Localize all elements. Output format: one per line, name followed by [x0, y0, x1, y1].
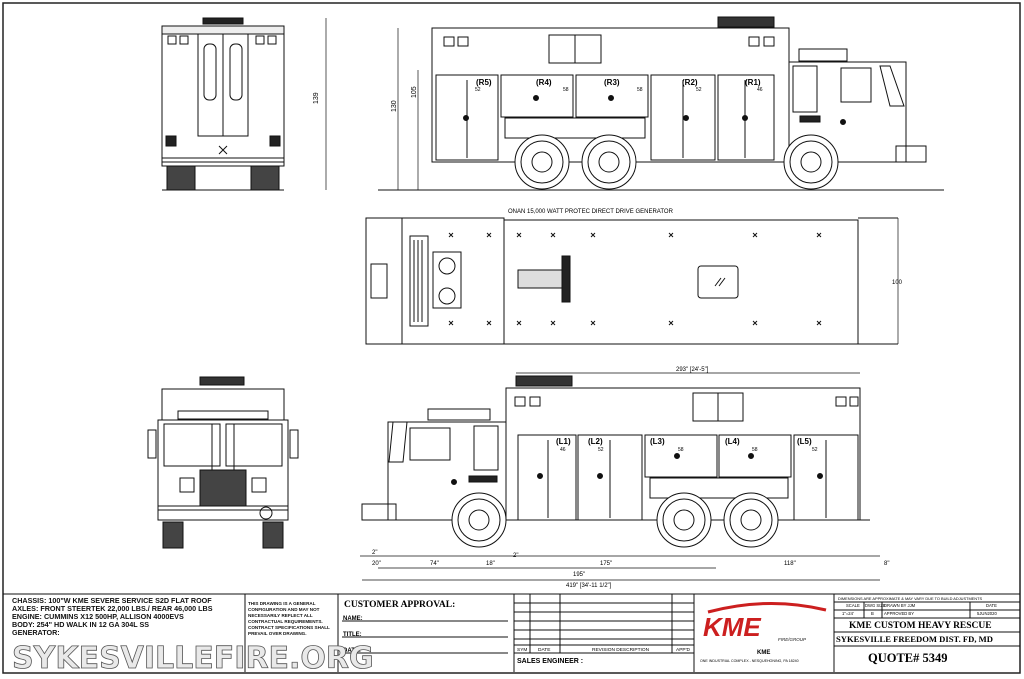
compartment-l3-label: (L3) — [650, 437, 665, 446]
scale-value: 1"=24' — [842, 611, 854, 616]
notice-line-4: CONTRACTUAL REQUIREMENTS. — [248, 619, 323, 624]
generator-label: ONAN 15,000 WATT PROTEC DIRECT DRIVE GEN… — [508, 209, 674, 215]
compartment-r1-label: (R1) — [745, 78, 761, 87]
dim-195: 195" — [573, 572, 585, 578]
dim-side-height: 130 — [391, 100, 398, 112]
compartment-r3-label: (R3) — [604, 78, 620, 87]
compartment-l3-num: 58 — [678, 447, 684, 453]
top-view-roof-marks — [448, 232, 822, 326]
quote-number: QUOTE# 5349 — [868, 651, 948, 665]
compartment-r5-label: (R5) — [476, 78, 492, 87]
brand-address: ONE INDUSTRIAL COMPLEX - NESQUEHONING, P… — [700, 659, 799, 663]
dim-a: 2" — [372, 550, 377, 556]
compartment-r1-num: 46 — [757, 87, 763, 93]
rear-view — [161, 17, 327, 191]
dim-g: 118" — [784, 561, 796, 567]
dim-top-width: 100 — [892, 280, 903, 286]
compartment-r2-num: 52 — [696, 87, 702, 93]
compartment-l1-label: (L1) — [556, 437, 571, 446]
spec-generator: GENERATOR: — [12, 628, 60, 637]
dim-body-length: 293" [24'-5"] — [676, 367, 709, 373]
compartment-l4-num: 58 — [752, 447, 758, 453]
dwg-size-label: DWG SIZE — [865, 603, 886, 608]
approval-title-label: TITLE: — [343, 632, 362, 638]
spec-chassis: CHASSIS: 100"W KME SEVERE SERVICE S2D FL… — [12, 596, 212, 605]
dim-overall: 419" [34'-11 1/2"] — [566, 583, 612, 589]
spec-axles: AXLES: FRONT STEERTEK 22,000 LBS./ REAR … — [12, 604, 213, 613]
compartment-r2-label: (R2) — [682, 78, 698, 87]
notice-line-6: PREVAIL OVER DRAWING. — [248, 631, 307, 636]
approval-date-label: DATE: — [343, 648, 361, 654]
drawing-title: KME CUSTOM HEAVY RESCUE — [849, 621, 992, 631]
brand-name: KME — [757, 650, 770, 656]
compartment-r3-num: 58 — [637, 87, 643, 93]
dim-rear-height: 139 — [313, 92, 320, 104]
rev-desc-header: REVISION DESCRIPTION — [592, 647, 650, 653]
notice-line-5: CONTRACT SPECIFICATIONS SHALL — [248, 625, 330, 630]
drawn-by: DRAWN BY JJM — [884, 603, 916, 608]
compartment-r5-num: 52 — [475, 87, 481, 93]
svg-text:FIRE/GROUP: FIRE/GROUP — [778, 637, 806, 642]
date-label: DATE — [986, 603, 997, 608]
scale-label: SCALE — [846, 603, 860, 608]
dwg-size-value: B — [871, 611, 874, 616]
notice-line-2: CONFIGURATION AND MAY NOT — [248, 607, 320, 612]
right-side-view — [378, 16, 944, 191]
svg-text:KME: KME — [703, 612, 761, 642]
dim-f: 175" — [600, 561, 612, 567]
dim-h: 8" — [884, 561, 889, 567]
front-view — [147, 376, 299, 549]
dim-e: 2" — [513, 553, 518, 559]
notice-line-3: NECESSARILY REFLECT ALL — [248, 613, 313, 618]
dim-d: 18" — [486, 561, 495, 567]
watermark: SYKESVILLEFIRE.ORG — [12, 641, 374, 676]
top-view — [365, 217, 899, 345]
compartment-l2-num: 52 — [598, 447, 604, 453]
spec-body: BODY: 254" HD WALK IN 12 GA 304L SS — [12, 620, 149, 629]
info-strip — [3, 593, 1020, 672]
compartment-l4-label: (L4) — [725, 437, 740, 446]
compartment-l1-num: 46 — [560, 447, 566, 453]
spec-engine: ENGINE: CUMMINS X12 500HP, ALLISON 4000E… — [12, 612, 184, 621]
compartment-l5-label: (L5) — [797, 437, 812, 446]
customer-name: SYKESVILLE FREEDOM DIST. FD, MD — [836, 634, 993, 644]
rev-appd-header: APP'D — [676, 647, 691, 653]
rev-sym-header: SYM — [517, 647, 527, 653]
dim-b: 20" — [372, 561, 381, 567]
compartment-l5-num: 52 — [812, 447, 818, 453]
approval-heading: CUSTOMER APPROVAL: — [344, 600, 455, 610]
approved-by: APPROVED BY — [884, 611, 914, 616]
approval-name-label: NAME: — [343, 616, 363, 622]
title-block-note: DIMENSIONS ARE APPROXIMATE & MAY VARY DU… — [838, 596, 982, 601]
dim-c: 74" — [430, 561, 439, 567]
date-value: 5JUN2020 — [977, 611, 997, 616]
left-side-view — [360, 372, 880, 581]
notice-line-1: THIS DRAWING IS A GENERAL — [248, 601, 316, 606]
sales-engineer-label: SALES ENGINEER : — [517, 658, 583, 665]
compartment-r4-num: 58 — [563, 87, 569, 93]
compartment-r4-label: (R4) — [536, 78, 552, 87]
dim-side-body: 105 — [411, 86, 418, 98]
rev-date-header: DATE — [538, 647, 550, 653]
compartment-l2-label: (L2) — [588, 437, 603, 446]
kme-logo: KME FIRE/GROUP — [703, 601, 827, 642]
